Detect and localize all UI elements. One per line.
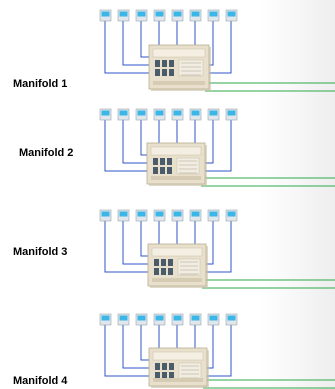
thermostat-icon — [207, 313, 220, 326]
thermostat-icon — [225, 108, 238, 121]
thermostat-icon — [207, 209, 220, 222]
zone-wire — [205, 119, 232, 172]
manifold-controller-icon — [148, 44, 211, 91]
zone-wire — [122, 20, 149, 66]
zone-wire — [104, 20, 149, 74]
thermostat-icon — [153, 209, 166, 222]
thermostat-icon — [207, 9, 220, 22]
manifold-controller-icon — [146, 142, 207, 186]
thermostat-icon — [117, 108, 130, 121]
zone-wire — [122, 119, 147, 164]
manifold-4-section — [99, 313, 335, 389]
thermostat-icon — [99, 108, 112, 121]
manifold-1-label: Manifold 1 — [13, 78, 68, 90]
zone-wire — [104, 220, 148, 273]
zone-wire — [140, 119, 147, 156]
thermostat-icon — [153, 313, 166, 326]
thermostat-icon — [207, 108, 220, 121]
thermostat-icon — [99, 209, 112, 222]
manifold-3-label: Manifold 3 — [13, 246, 68, 258]
thermostat-icon — [225, 209, 238, 222]
thermostat-icon — [189, 9, 202, 22]
thermostat-icon — [225, 9, 238, 22]
manifold-2-label: Manifold 2 — [19, 147, 74, 159]
zone-wire — [205, 119, 214, 164]
thermostat-icon — [189, 313, 202, 326]
zone-wire — [122, 220, 148, 265]
thermostat-icon — [135, 9, 148, 22]
zone-wire — [140, 220, 148, 257]
manifold-controller-icon — [147, 243, 208, 288]
thermostat-icon — [117, 313, 130, 326]
thermostat-icon — [225, 313, 238, 326]
manifold-2-section — [99, 108, 335, 187]
zone-wire — [206, 220, 232, 273]
manifold-controller-icon — [148, 347, 209, 388]
zone-wire — [140, 20, 149, 58]
thermostat-icon — [99, 313, 112, 326]
thermostat-icon — [171, 108, 184, 121]
thermostat-icon — [153, 108, 166, 121]
zone-wire — [104, 119, 147, 172]
thermostat-icon — [117, 9, 130, 22]
zone-wire — [206, 220, 214, 265]
thermostat-icon — [153, 9, 166, 22]
thermostat-icon — [135, 209, 148, 222]
manifold-3-section — [99, 209, 335, 289]
thermostat-icon — [171, 9, 184, 22]
zone-wire — [122, 324, 149, 369]
thermostat-icon — [117, 209, 130, 222]
zone-wire — [140, 324, 149, 361]
zone-wire — [104, 324, 149, 377]
thermostat-icon — [189, 209, 202, 222]
manifold-1-section — [99, 9, 335, 92]
thermostat-icon — [135, 313, 148, 326]
thermostat-icon — [171, 313, 184, 326]
manifold-4-label: Manifold 4 — [13, 375, 68, 387]
thermostat-icon — [99, 9, 112, 22]
zone-wire — [209, 20, 232, 74]
zone-wire — [207, 324, 232, 377]
thermostat-icon — [135, 108, 148, 121]
thermostat-icon — [171, 209, 184, 222]
thermostat-icon — [189, 108, 202, 121]
